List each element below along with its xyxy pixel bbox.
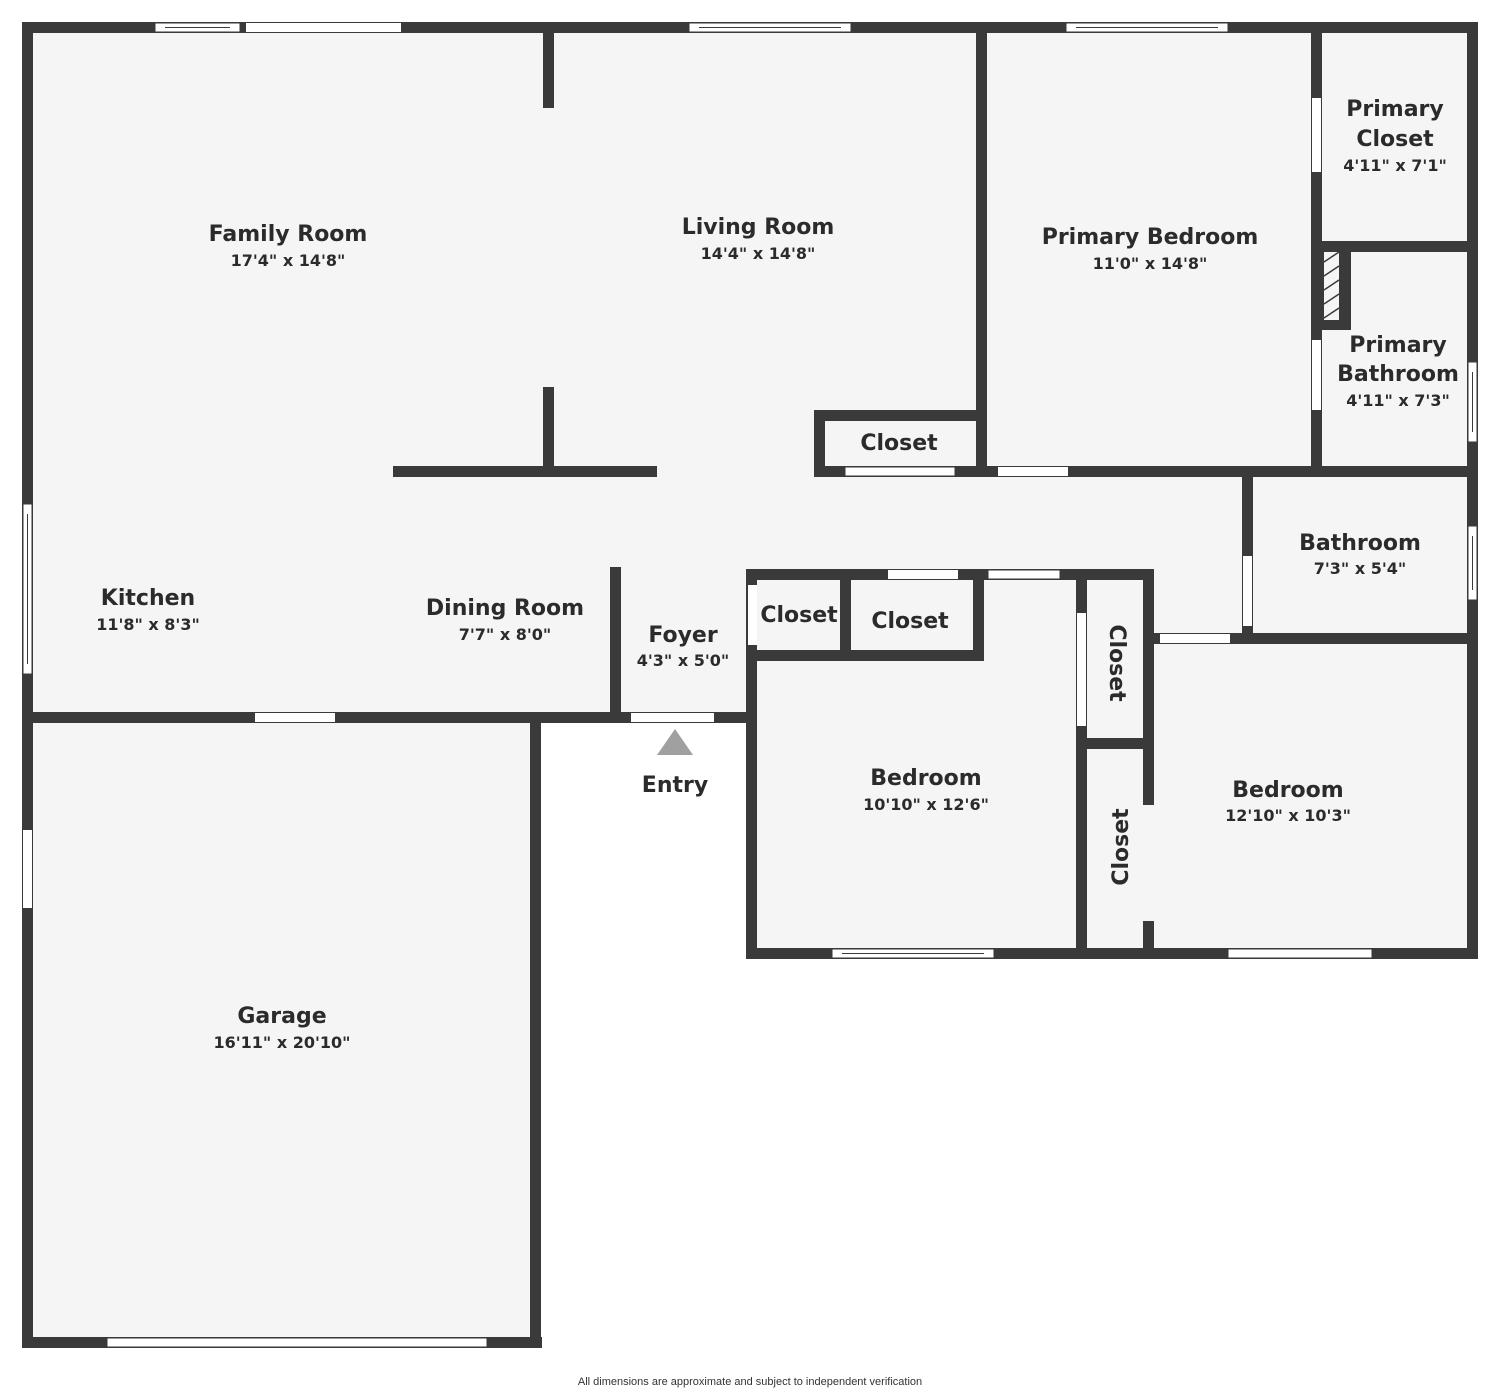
foyer-label: Foyer [648, 623, 718, 648]
primary-closet-label-line1: Primary [1346, 97, 1443, 122]
kitchen-label: Kitchen [101, 586, 195, 611]
foyer-dim: 4'3" x 5'0" [637, 651, 729, 670]
primary-closet-label-line2: Closet [1356, 127, 1434, 152]
windows [22, 22, 1478, 1348]
kitchen-dim: 11'8" x 8'3" [96, 615, 200, 634]
disclaimer-text: All dimensions are approximate and subje… [578, 1376, 922, 1388]
closet-vertical-upper-label: Closet [1104, 624, 1129, 702]
bathroom-label: Bathroom [1299, 531, 1421, 556]
primary-bedroom-dim: 11'0" x 14'8" [1093, 254, 1208, 273]
garage-dim: 16'11" x 20'10" [214, 1033, 351, 1052]
primary-bathroom-label-line2: Bathroom [1337, 362, 1459, 387]
closet-small-label: Closet [760, 603, 838, 628]
bedroom-left-label: Bedroom [870, 766, 981, 791]
dining-room-label: Dining Room [426, 596, 584, 621]
hatch-fixture [1323, 251, 1340, 320]
primary-bathroom-dim: 4'11" x 7'3" [1346, 391, 1450, 410]
closet-vertical-lower-label: Closet [1109, 808, 1134, 886]
garage-label: Garage [237, 1004, 326, 1029]
living-room-dim: 14'4" x 14'8" [701, 244, 816, 263]
primary-closet-dim: 4'11" x 7'1" [1343, 156, 1447, 175]
living-room-label: Living Room [682, 215, 835, 240]
door-openings [23, 23, 1321, 908]
hall-closet-label: Closet [860, 431, 938, 456]
bedroom-right-label: Bedroom [1232, 778, 1343, 803]
bedroom-right-dim: 12'10" x 10'3" [1225, 806, 1351, 825]
family-room-dim: 17'4" x 14'8" [231, 251, 346, 270]
bedroom-left-dim: 10'10" x 12'6" [863, 795, 989, 814]
bathroom-dim: 7'3" x 5'4" [1314, 559, 1406, 578]
entry-arrow-icon [657, 729, 693, 755]
dining-room-dim: 7'7" x 8'0" [459, 625, 551, 644]
primary-bathroom-label-line1: Primary [1349, 333, 1446, 358]
entry-label: Entry [642, 773, 708, 798]
primary-bedroom-label: Primary Bedroom [1042, 225, 1259, 250]
closet-medium-label: Closet [871, 609, 949, 634]
family-room-label: Family Room [209, 222, 368, 247]
